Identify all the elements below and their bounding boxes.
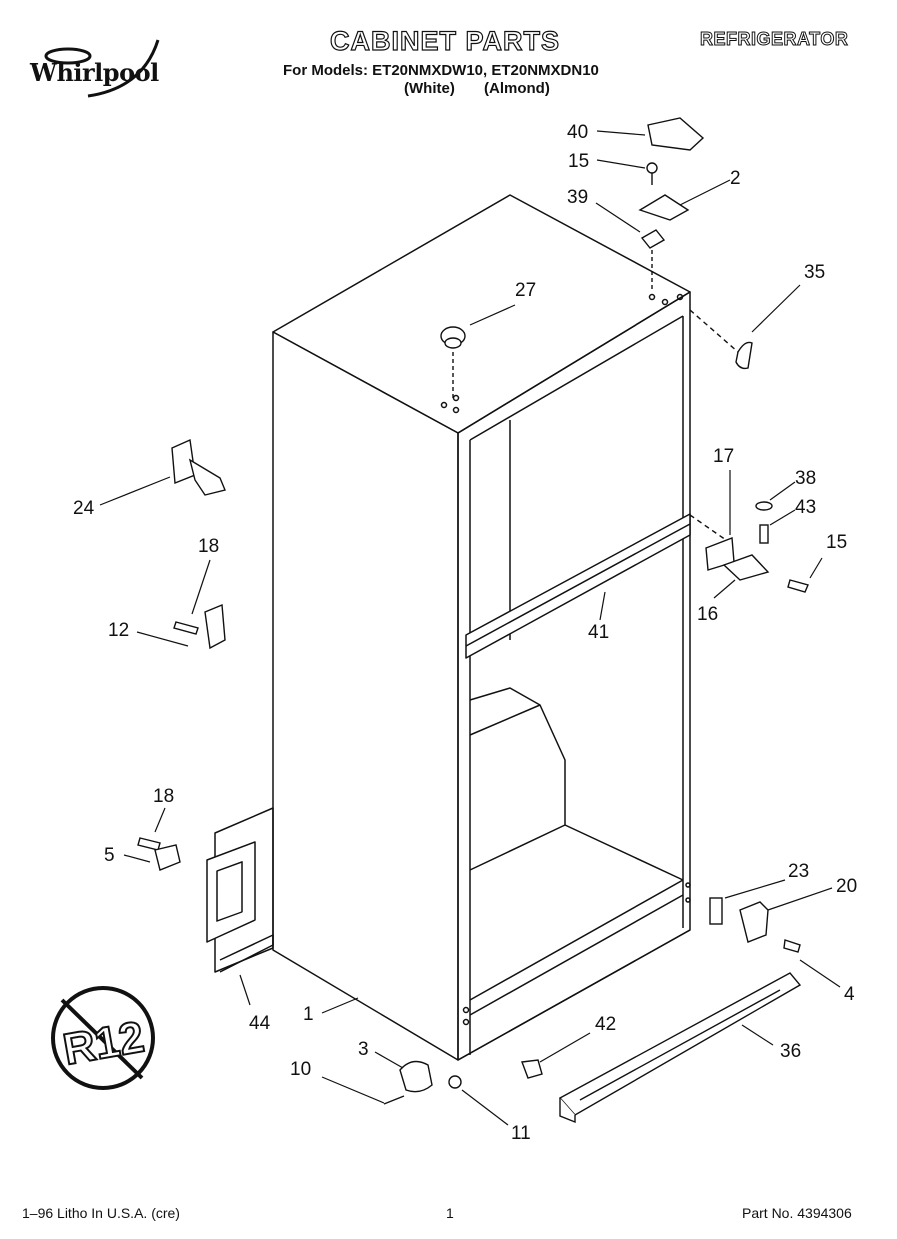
cabinet-drawing [206,194,691,1061]
callout-35: 35 [804,262,825,283]
leader-lines [99,130,841,1126]
swirl-icon [44,39,160,98]
callout-42: 42 [595,1014,616,1035]
callout-17: 17 [713,446,734,467]
callout-10: 10 [290,1059,311,1080]
callout-1: 1 [303,1004,314,1025]
page-title: CABINET PARTS [329,25,560,56]
callout-3: 3 [358,1039,369,1060]
callout-16: 16 [697,604,718,625]
whirlpool-logo: Whirlpool [28,38,188,108]
parts-drawing [137,117,809,1124]
models-line: For Models: ET20NMXDW10, ET20NMXDN10 [283,62,599,79]
callout-4: 4 [844,984,855,1005]
part-number: Part No. 4394306 [742,1205,852,1221]
callout-18-lower: 18 [153,786,174,807]
callout-27: 27 [515,280,536,301]
callout-2: 2 [730,168,741,189]
callout-18-upper: 18 [198,536,219,557]
callout-44: 44 [249,1013,271,1034]
callout-11: 11 [511,1123,531,1144]
callout-36: 36 [780,1041,801,1062]
callout-38: 38 [795,468,816,489]
callout-numbers: 40 15 2 39 35 27 24 18 12 17 38 43 15 16… [73,122,857,1144]
footer-litho: 1–96 Litho In U.S.A. (cre) [22,1205,180,1221]
brand-name: Whirlpool [30,58,159,87]
callout-5: 5 [104,845,115,866]
callout-40: 40 [567,122,588,143]
callout-41: 41 [588,622,609,643]
callout-12: 12 [108,620,129,641]
callout-23: 23 [788,861,809,882]
r12-badge: R12 [51,986,155,1090]
callout-43: 43 [795,497,816,518]
callout-24: 24 [73,498,95,519]
variant-white: (White) [404,80,455,97]
appliance-type: REFRIGERATOR [699,29,849,50]
callout-15-top: 15 [568,151,589,172]
variant-almond: (Almond) [484,80,550,97]
callout-15-right: 15 [826,532,847,553]
callout-39: 39 [567,187,588,208]
page-number: 1 [446,1205,454,1221]
callout-20: 20 [836,876,857,897]
